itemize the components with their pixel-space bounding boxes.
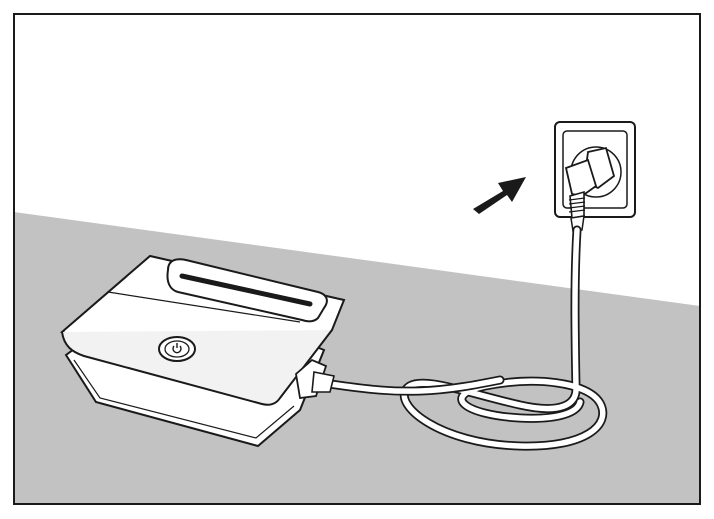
charging-dock bbox=[59, 254, 346, 448]
plug-icon bbox=[564, 146, 616, 232]
power-cable bbox=[325, 225, 608, 451]
arrow-up-right-icon bbox=[473, 177, 526, 214]
border bbox=[13, 13, 701, 505]
power-icon bbox=[158, 336, 196, 362]
